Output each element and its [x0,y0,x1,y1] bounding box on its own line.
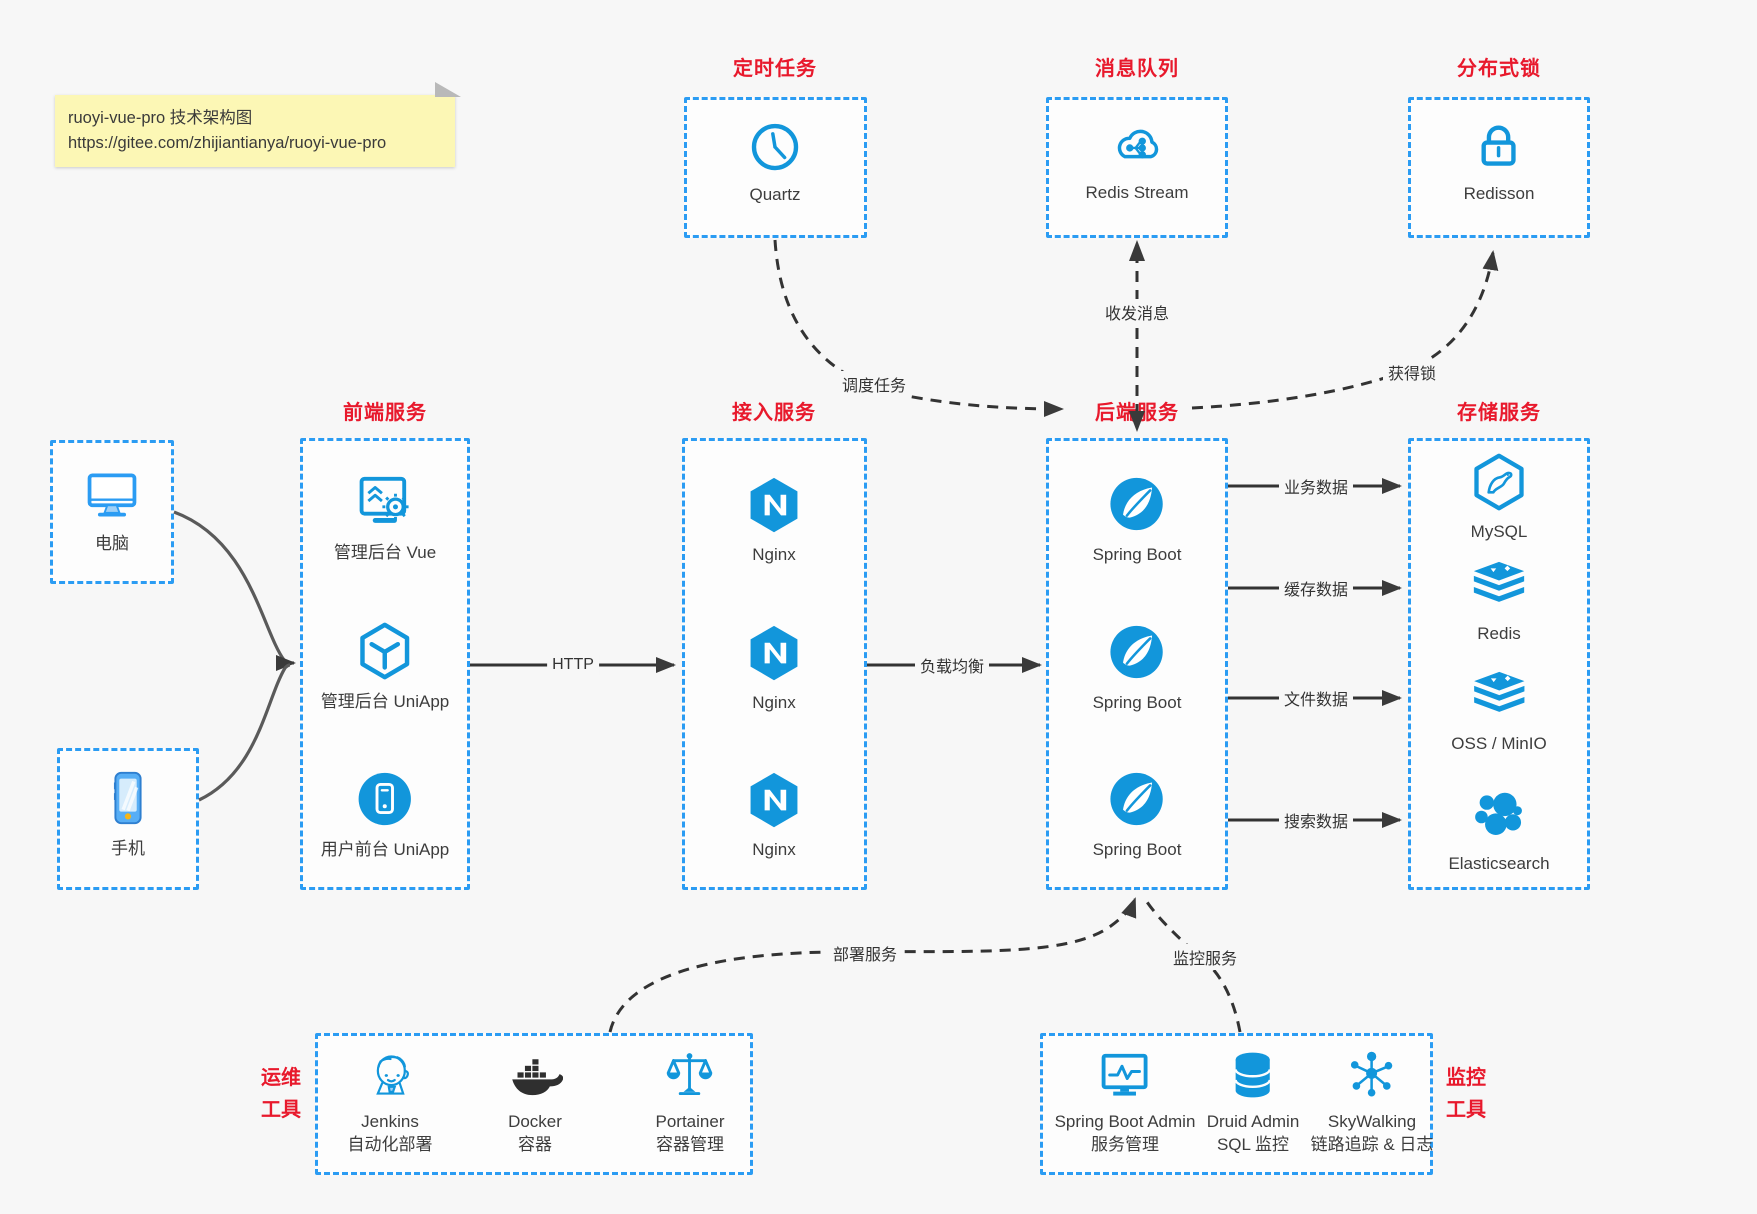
gateway-group-title: 接入服务 [732,402,816,424]
nginx-icon [744,770,804,830]
mq-group-title: 消息队列 [1095,58,1179,80]
http-label: HTTP [547,655,599,675]
pc-to-frontend-arrow [173,510,296,671]
redis-stack-icon [1469,560,1529,614]
node-jenkins: Jenkins 自动化部署 [348,1048,433,1156]
node-mysql: MySQL [1469,452,1529,543]
acquire-lock-arrow [1191,250,1499,410]
cloud-stream-icon [1106,121,1168,173]
node-admin-uniapp: 管理后台 UniApp [321,620,449,713]
monitor-pulse-icon [1097,1048,1153,1102]
backend-group-title: 后端服务 [1095,402,1179,424]
note-fold-corner [435,82,461,97]
node-redisson: Redisson [1464,118,1534,205]
desktop-icon [82,466,142,524]
spring-boot-icon [1106,768,1168,830]
cache-data-label: 缓存数据 [1278,575,1354,601]
lock-icon [1471,118,1527,174]
mysql-icon [1469,452,1529,512]
load-balance-label: 负载均衡 [914,652,990,678]
node-nginx-2: Nginx [744,623,804,714]
database-icon [1227,1048,1279,1102]
scales-icon [663,1048,717,1102]
admin-screen-gear-icon [354,471,416,533]
node-portainer: Portainer 容器管理 [656,1048,724,1156]
node-springboot-1: Spring Boot [1093,473,1181,566]
lock-group-title: 分布式锁 [1457,58,1541,80]
hexagon-y-icon [354,620,416,682]
monitor-service-label: 监控服务 [1167,944,1243,970]
node-skywalking: SkyWalking 链路追踪 & 日志 [1311,1048,1433,1156]
smartphone-icon [97,767,159,829]
node-oss-minio: OSS / MinIO [1451,670,1547,755]
acquire-lock-label: 获得锁 [1382,359,1442,385]
send-receive-msg-label: 收发消息 [1099,299,1175,325]
node-elasticsearch: Elasticsearch [1448,790,1550,875]
node-mobile: 手机 [97,767,159,860]
file-data-label: 文件数据 [1278,685,1354,711]
elasticsearch-cluster-icon [1470,790,1528,844]
node-docker: Docker 容器 [507,1048,563,1156]
mobile-to-frontend-arrow [198,663,291,802]
node-user-uniapp: 用户前台 UniApp [321,768,449,861]
spring-boot-icon [1106,621,1168,683]
frontend-group-title: 前端服务 [343,402,427,424]
trace-graph-icon [1345,1048,1399,1102]
node-redis: Redis [1469,560,1529,645]
clock-icon [747,119,803,175]
msg-arrowhead-up [1129,240,1145,261]
search-data-label: 搜索数据 [1278,807,1354,833]
jenkins-icon [363,1048,417,1102]
node-nginx-1: Nginx [744,475,804,566]
storage-group-title: 存储服务 [1457,402,1541,424]
schedule-task-arrow [773,239,1064,417]
business-data-label: 业务数据 [1278,473,1354,499]
note-url: https://gitee.com/zhijiantianya/ruoyi-vu… [68,134,387,152]
mq-box [1046,97,1228,238]
node-springboot-3: Spring Boot [1093,768,1181,861]
node-pc: 电脑 [82,466,142,555]
docker-whale-icon [507,1048,563,1102]
node-springboot-2: Spring Boot [1093,621,1181,714]
nginx-icon [744,475,804,535]
node-admin-vue: 管理后台 Vue [334,471,436,564]
note-title: ruoyi-vue-pro 技术架构图 [68,109,253,127]
sticky-note: ruoyi-vue-pro 技术架构图 https://gitee.com/zh… [55,82,461,167]
deploy-service-label: 部署服务 [827,940,903,966]
node-nginx-3: Nginx [744,770,804,861]
scheduler-group-title: 定时任务 [733,58,817,80]
monitoring-tools-title: 监控 工具 [1446,1067,1486,1121]
storage-stack-icon [1469,670,1529,724]
lock-box [1408,97,1590,238]
ops-tools-title: 运维 工具 [261,1067,301,1121]
schedule-task-label: 调度任务 [836,371,912,397]
node-spring-boot-admin: Spring Boot Admin 服务管理 [1055,1048,1195,1156]
circle-phone-icon [354,768,416,830]
node-druid-admin: Druid Admin SQL 监控 [1207,1048,1299,1156]
node-redis-stream: Redis Stream [1086,121,1188,204]
spring-boot-icon [1106,473,1168,535]
nginx-icon [744,623,804,683]
node-quartz: Quartz [747,119,803,206]
